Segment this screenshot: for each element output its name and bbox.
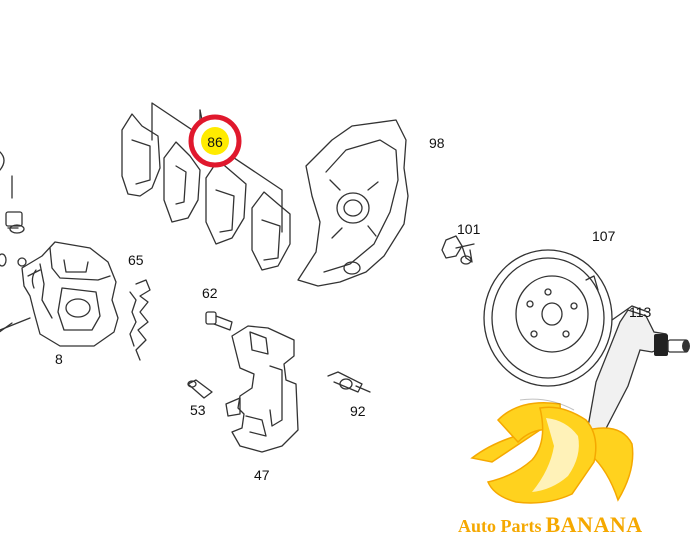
part-label-62: 62 — [202, 285, 218, 301]
callout-86-highlight[interactable] — [188, 114, 242, 168]
part-label-107: 107 — [592, 228, 616, 244]
callout-86-label[interactable]: 86 — [207, 134, 223, 150]
brake-disc-drawing — [483, 249, 613, 387]
part-label-47: 47 — [254, 467, 270, 483]
control-arm-drawing — [585, 305, 690, 441]
part-label-65: 65 — [128, 252, 144, 268]
part-label-53: 53 — [190, 402, 206, 418]
bolt-62-drawing — [205, 311, 233, 331]
brand-watermark: Auto Parts BANANA — [458, 512, 643, 538]
part-label-92: 92 — [350, 403, 366, 419]
bolt-101-drawing — [441, 235, 475, 265]
left-edge-hardware-drawing — [0, 151, 31, 331]
guide-bolt-drawing — [327, 371, 371, 393]
brake-pads-drawing — [121, 113, 291, 271]
caliper-carrier-drawing — [225, 325, 299, 453]
brand-name-second: BANANA — [545, 512, 643, 537]
brand-name-first: Auto Parts — [458, 516, 542, 536]
dust-shield-drawing — [297, 119, 409, 287]
part-label-113: 113 — [629, 304, 652, 320]
guide-pin-drawing — [187, 379, 213, 399]
part-label-98: 98 — [429, 135, 445, 151]
spring-clip-drawing — [129, 279, 151, 361]
brake-caliper-drawing — [21, 241, 119, 347]
banana-logo-icon — [470, 398, 634, 504]
part-label-8: 8 — [55, 351, 63, 367]
part-label-101: 101 — [457, 221, 481, 237]
